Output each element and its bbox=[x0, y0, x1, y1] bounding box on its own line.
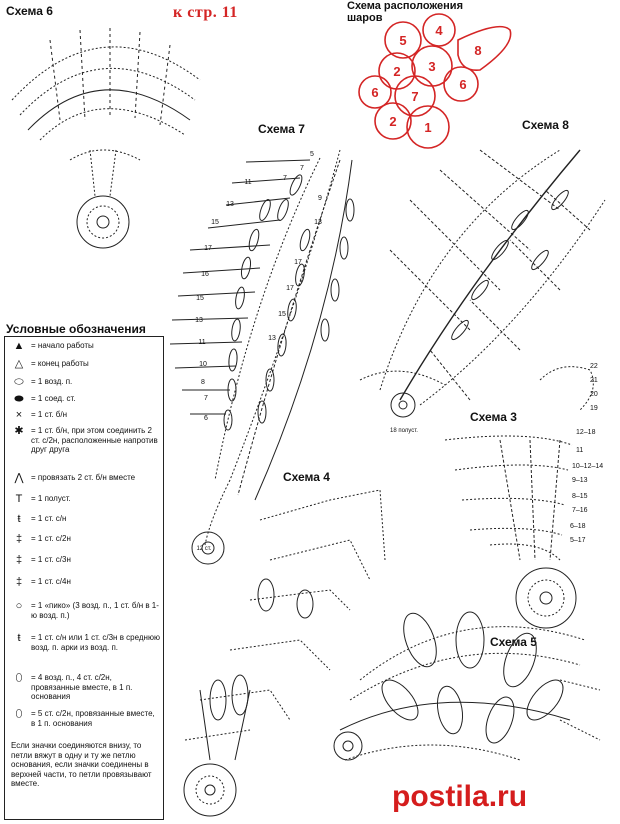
bobble-5-icon: ⬯ bbox=[15, 708, 23, 720]
legend-box: ▲= начало работы △= конец работы ⬭= 1 во… bbox=[4, 336, 164, 820]
legend-item: ✱= 1 ст. б/н, при этом соединить 2 ст. с… bbox=[7, 426, 161, 455]
end-arrow-icon: △ bbox=[14, 358, 24, 370]
scheme-7-title: Схема 7 bbox=[258, 122, 305, 136]
sc2tog-icon: ⋀ bbox=[14, 472, 24, 484]
half-dc-icon: T bbox=[15, 493, 23, 505]
dc-into-arch-icon: ŧ bbox=[17, 632, 21, 644]
svg-text:9: 9 bbox=[318, 195, 322, 202]
svg-text:16: 16 bbox=[201, 271, 209, 278]
svg-text:7: 7 bbox=[283, 175, 287, 182]
tr-icon: ‡ bbox=[15, 533, 23, 545]
svg-text:10: 10 bbox=[199, 361, 207, 368]
legend-item: △= конец работы bbox=[7, 359, 161, 370]
legend-item: ⬭= 1 возд. п. bbox=[7, 377, 161, 388]
bobble-4-icon: ⬯ bbox=[15, 672, 23, 684]
svg-text:19: 19 bbox=[590, 405, 598, 412]
slip-stitch-icon: ⬬ bbox=[14, 393, 24, 405]
ball-label: 3 bbox=[428, 59, 435, 74]
svg-text:20: 20 bbox=[590, 391, 598, 398]
chain-stitch-icon: ⬭ bbox=[14, 376, 24, 388]
svg-text:17: 17 bbox=[204, 245, 212, 252]
single-crochet-icon: × bbox=[15, 409, 23, 421]
legend-item: ‡= 1 ст. с/2н bbox=[7, 534, 161, 545]
legend-item: ⋀= провязать 2 ст. б/н вместе bbox=[7, 473, 161, 484]
scheme-7-diagram bbox=[169, 149, 355, 565]
scheme-3-diagram bbox=[444, 435, 577, 629]
balls-layout-title: Схема расположения шаров bbox=[347, 0, 463, 24]
svg-text:5: 5 bbox=[310, 151, 314, 158]
legend-item: ⬯= 5 ст. с/2н, провязанные вместе, в 1 п… bbox=[7, 709, 161, 728]
svg-text:7: 7 bbox=[300, 165, 304, 172]
scheme-8-diagram bbox=[359, 149, 606, 418]
page-reference: к стр. 11 bbox=[173, 4, 238, 21]
svg-text:13: 13 bbox=[226, 201, 234, 208]
svg-text:22: 22 bbox=[590, 363, 598, 370]
trtr-icon: ‡ bbox=[15, 576, 23, 588]
svg-text:6: 6 bbox=[204, 415, 208, 422]
svg-text:7–16: 7–16 bbox=[572, 507, 588, 514]
legend-item: ○= 1 «пико» (3 возд. п., 1 ст. б/н в 1-ю… bbox=[7, 601, 161, 620]
scheme-5-diagram bbox=[333, 611, 601, 761]
svg-text:13: 13 bbox=[195, 317, 203, 324]
svg-text:11: 11 bbox=[244, 179, 251, 186]
svg-text:21: 21 bbox=[590, 377, 598, 384]
ball-label: 6 bbox=[371, 85, 378, 100]
svg-text:17: 17 bbox=[294, 259, 302, 266]
svg-text:5–17: 5–17 bbox=[570, 537, 586, 544]
svg-text:8–15: 8–15 bbox=[572, 493, 588, 500]
legend-item: ‡= 1 ст. с/4н bbox=[7, 577, 161, 588]
ball-label: 5 bbox=[399, 33, 406, 48]
svg-text:13: 13 bbox=[314, 219, 322, 226]
joined-single-crochet-icon: ✱ bbox=[14, 425, 24, 437]
legend-item: ŧ= 1 ст. с/н bbox=[7, 514, 161, 525]
legend-item: ▲= начало работы bbox=[7, 341, 161, 352]
legend-item: T= 1 полуст. bbox=[7, 494, 161, 505]
watermark: postila.ru bbox=[392, 780, 528, 813]
svg-text:9–13: 9–13 bbox=[572, 477, 588, 484]
legend-item: ‡= 1 ст. с/3н bbox=[7, 555, 161, 566]
picot-icon: ○ bbox=[15, 600, 23, 612]
scheme-8-title: Схема 8 bbox=[522, 118, 569, 132]
legend-item: ⬬= 1 соед. ст. bbox=[7, 394, 161, 405]
svg-text:17: 17 bbox=[286, 285, 294, 292]
dtr-icon: ‡ bbox=[15, 554, 23, 566]
legend-item: ⬯= 4 возд. п., 4 ст. с/2н, провязанные в… bbox=[7, 673, 161, 702]
scheme-6-diagram bbox=[11, 28, 201, 249]
scheme-4-title: Схема 4 bbox=[283, 470, 330, 484]
svg-text:11: 11 bbox=[576, 447, 583, 454]
dc-icon: ŧ bbox=[17, 513, 21, 525]
svg-text:10–12–14: 10–12–14 bbox=[572, 463, 603, 470]
svg-text:11: 11 bbox=[198, 339, 205, 346]
ball-label: 6 bbox=[459, 77, 466, 92]
svg-text:12–18: 12–18 bbox=[576, 429, 596, 436]
svg-text:15: 15 bbox=[211, 219, 219, 226]
start-arrow-icon: ▲ bbox=[13, 340, 25, 352]
svg-text:18 полуст.: 18 полуст. bbox=[390, 428, 418, 434]
legend-item: ×= 1 ст. б/н bbox=[7, 410, 161, 421]
legend-note: Если значки соединяются внизу, то петли … bbox=[11, 741, 152, 788]
svg-text:12 ст.: 12 ст. bbox=[196, 546, 211, 552]
ball-label: 2 bbox=[393, 64, 400, 79]
svg-text:15: 15 bbox=[278, 311, 286, 318]
ball-label: 2 bbox=[389, 114, 396, 129]
svg-text:7: 7 bbox=[204, 395, 208, 402]
balls-layout-diagram bbox=[358, 13, 512, 149]
ball-label: 7 bbox=[411, 89, 418, 104]
ball-label: 8 bbox=[474, 43, 481, 58]
svg-text:15: 15 bbox=[196, 295, 204, 302]
legend-item: ŧ= 1 ст. с/н или 1 ст. с/3н в среднюю во… bbox=[7, 633, 161, 652]
scheme-3-title: Схема 3 bbox=[470, 410, 517, 424]
svg-text:6–18: 6–18 bbox=[570, 523, 586, 530]
svg-text:8: 8 bbox=[201, 379, 205, 386]
scheme-6-title: Схема 6 bbox=[6, 4, 53, 18]
legend-title: Условные обозначения bbox=[6, 322, 146, 336]
ball-label: 1 bbox=[424, 120, 431, 135]
svg-text:13: 13 bbox=[268, 335, 276, 342]
scheme-4-diagram bbox=[183, 489, 386, 817]
ball-label: 4 bbox=[435, 23, 443, 38]
